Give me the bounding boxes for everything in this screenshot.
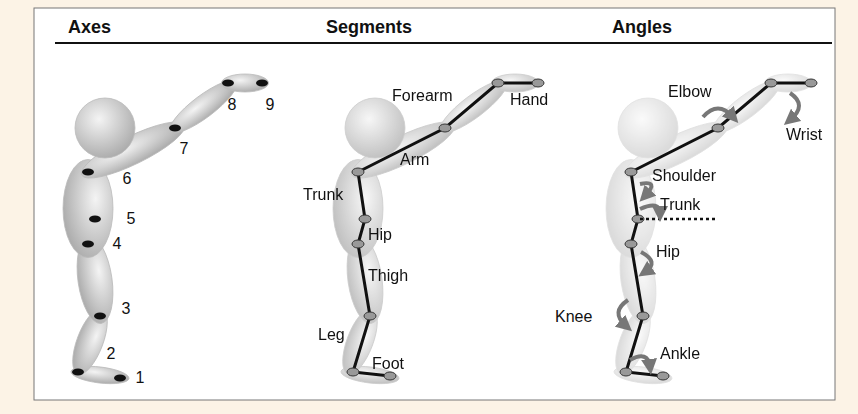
joint-marker bbox=[352, 168, 364, 176]
angle-arrow bbox=[790, 93, 799, 120]
panel-heading: Segments bbox=[326, 18, 412, 36]
head bbox=[345, 98, 405, 158]
segment-label: Arm bbox=[400, 152, 429, 168]
angle-arrow bbox=[630, 356, 650, 367]
axis-number: 3 bbox=[122, 301, 131, 317]
joint-marker bbox=[637, 312, 649, 320]
axis-dot bbox=[169, 125, 181, 132]
axis-dot bbox=[222, 80, 234, 87]
joint-marker bbox=[492, 79, 504, 87]
joint-marker bbox=[439, 124, 451, 132]
panel-heading: Angles bbox=[612, 18, 672, 36]
axis-dot bbox=[114, 375, 126, 382]
angle-arrow bbox=[618, 300, 628, 326]
body-figure bbox=[333, 73, 539, 387]
body-segment bbox=[222, 74, 269, 92]
body-segment bbox=[164, 73, 243, 140]
axis-number: 8 bbox=[228, 97, 237, 113]
angle-arrow bbox=[703, 109, 733, 118]
axis-dot bbox=[82, 241, 94, 248]
joint-marker bbox=[625, 168, 637, 176]
axis-number: 9 bbox=[266, 97, 275, 113]
head bbox=[75, 98, 135, 158]
frame bbox=[34, 8, 835, 400]
body-segment bbox=[434, 73, 513, 140]
angle-label: Elbow bbox=[668, 84, 712, 100]
joint-marker bbox=[364, 312, 376, 320]
axis-number: 7 bbox=[180, 141, 189, 157]
angle-arrow bbox=[640, 183, 651, 196]
angle-label: Wrist bbox=[786, 127, 822, 143]
segment-label: Foot bbox=[372, 356, 404, 372]
axis-dot bbox=[256, 80, 268, 87]
joint-marker bbox=[532, 79, 544, 87]
body-figure bbox=[63, 73, 269, 387]
segment-label: Thigh bbox=[368, 268, 408, 284]
joint-marker bbox=[625, 240, 637, 248]
axis-number: 4 bbox=[113, 236, 122, 252]
segment-line bbox=[631, 83, 811, 172]
axis-dot bbox=[82, 169, 94, 176]
angle-label: Knee bbox=[555, 309, 592, 325]
axis-number: 2 bbox=[107, 346, 116, 362]
joint-marker bbox=[347, 368, 359, 376]
segment-label: Hip bbox=[368, 227, 392, 243]
angle-arrow bbox=[641, 252, 652, 272]
angle-label: Hip bbox=[656, 244, 680, 260]
joint-marker bbox=[765, 79, 777, 87]
axis-dot bbox=[94, 313, 106, 320]
angle-label: Ankle bbox=[660, 346, 700, 362]
segment-label: Trunk bbox=[303, 187, 343, 203]
reference-line bbox=[640, 218, 718, 221]
joint-marker bbox=[384, 372, 396, 380]
axis-dot bbox=[89, 216, 101, 223]
joint-marker bbox=[352, 240, 364, 248]
segment-label: Forearm bbox=[392, 88, 452, 104]
angle-label: Trunk bbox=[660, 197, 700, 213]
header-rule bbox=[55, 42, 832, 44]
joint-marker bbox=[805, 79, 817, 87]
segment-label: Hand bbox=[510, 92, 548, 108]
axis-number: 5 bbox=[127, 211, 136, 227]
body-figure bbox=[606, 73, 812, 387]
panel-heading: Axes bbox=[68, 18, 111, 36]
joint-marker bbox=[657, 372, 669, 380]
segment-line bbox=[626, 172, 663, 376]
joint-marker bbox=[620, 368, 632, 376]
angle-label: Shoulder bbox=[652, 168, 716, 184]
angle-arrow bbox=[640, 205, 660, 214]
joint-marker bbox=[712, 124, 724, 132]
segment-label: Leg bbox=[318, 327, 345, 343]
head bbox=[618, 98, 678, 158]
axis-dot bbox=[72, 369, 84, 376]
joint-marker bbox=[359, 215, 371, 223]
body-segment bbox=[707, 73, 786, 140]
axis-number: 6 bbox=[123, 171, 132, 187]
axis-number: 1 bbox=[136, 370, 145, 386]
